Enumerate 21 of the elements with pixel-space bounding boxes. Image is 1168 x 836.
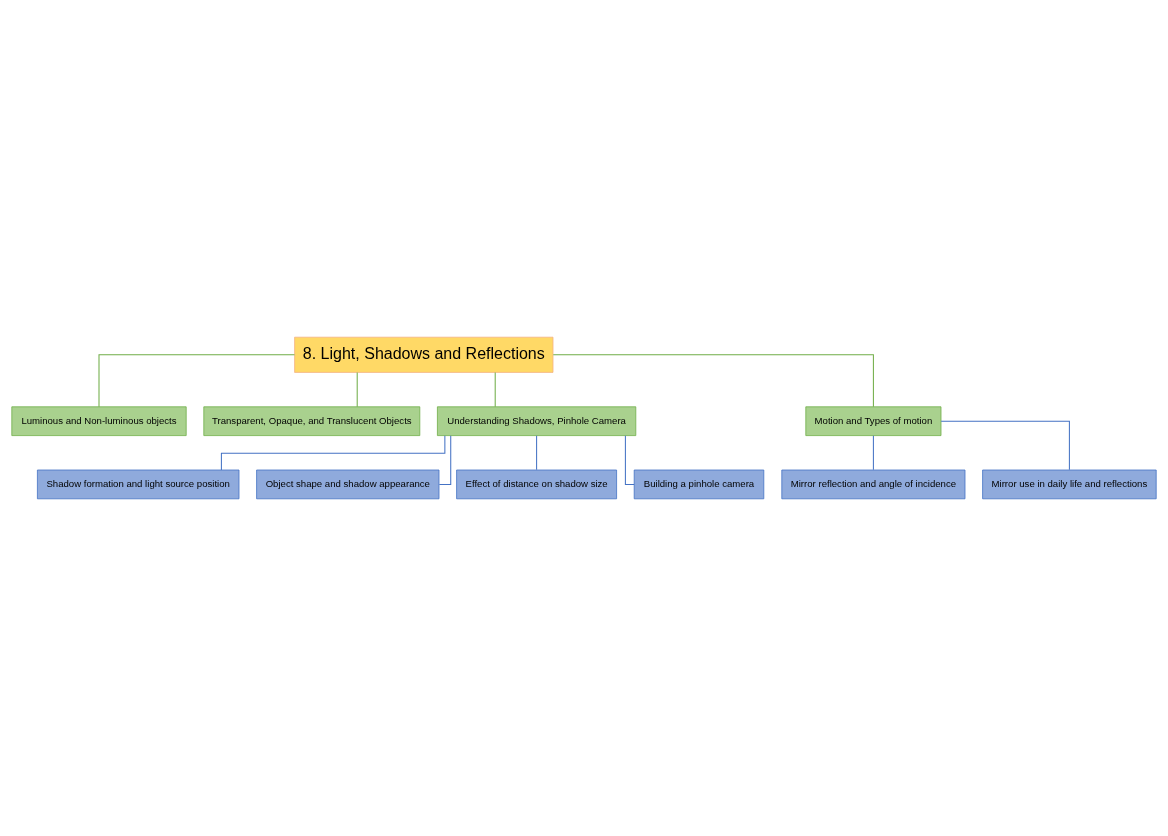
connector [356, 372, 358, 408]
connector [494, 372, 496, 408]
connector [552, 354, 874, 408]
connector [872, 435, 874, 471]
node-box: Motion and Types of motion [805, 406, 942, 436]
node-box: Luminous and Non-luminous objects [11, 406, 187, 436]
node-box: Mirror reflection and angle of incidence [781, 469, 966, 500]
node-box: Building a pinhole camera [633, 469, 765, 500]
node-box: Effect of distance on shadow size [456, 469, 617, 500]
node-box: Shadow formation and light source position [37, 469, 240, 500]
node-box: 8. Light, Shadows and Reflections [294, 336, 554, 373]
connector [98, 354, 295, 408]
connector [220, 435, 446, 471]
node-box: Mirror use in daily life and reflections [982, 469, 1157, 500]
node-box: Understanding Shadows, Pinhole Camera [437, 406, 637, 436]
connector [438, 435, 452, 485]
node-box: Transparent, Opaque, and Translucent Objects [203, 406, 421, 436]
connector [624, 435, 635, 485]
connector [536, 435, 538, 471]
node-box: Object shape and shadow appearance [256, 469, 440, 500]
connector [940, 420, 1070, 471]
